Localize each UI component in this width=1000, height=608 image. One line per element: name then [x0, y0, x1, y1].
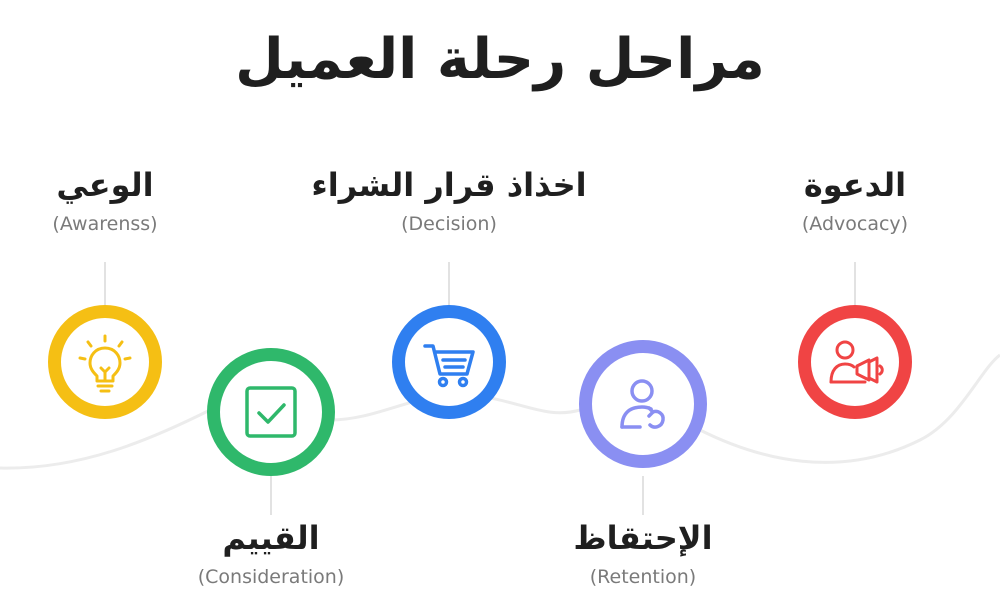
stage-subtitle: (Consideration) — [197, 566, 345, 588]
stage-subtitle: (Retention) — [589, 566, 697, 588]
stage-title: اخذاذ قرار الشراء — [311, 166, 587, 204]
stage-circle-consideration — [207, 348, 335, 476]
stage-title: الإحتقاظ — [573, 519, 713, 557]
stage-awareness: الوعي (Awarenss) — [5, 165, 205, 237]
shopping-cart-icon — [423, 344, 475, 388]
stage-circle-retention — [579, 340, 707, 468]
lightbulb-icon — [78, 334, 132, 393]
stage-title: الوعي — [56, 166, 154, 204]
stage-title: القييم — [222, 519, 320, 557]
stage-decision: اخذاذ قرار الشراء (Decision) — [299, 165, 599, 237]
stage-retention: الإحتقاظ (Retention) — [543, 518, 743, 590]
stage-subtitle: (Awarenss) — [52, 213, 158, 235]
user-refresh-icon — [620, 379, 665, 429]
stage-circle-advocacy — [798, 305, 912, 419]
stage-circle-awareness — [48, 305, 162, 419]
stage-consideration: القييم (Consideration) — [171, 518, 371, 590]
stage-subtitle: (Advocacy) — [801, 213, 909, 235]
checkbox-icon — [245, 386, 297, 438]
stage-subtitle: (Decision) — [401, 213, 497, 235]
megaphone-user-icon — [829, 340, 884, 384]
stage-advocacy: الدعوة (Advocacy) — [755, 165, 955, 237]
stage-title: الدعوة — [803, 166, 907, 204]
page-title: مراحل رحلة العميل — [235, 27, 765, 92]
stage-circle-decision — [392, 305, 506, 419]
